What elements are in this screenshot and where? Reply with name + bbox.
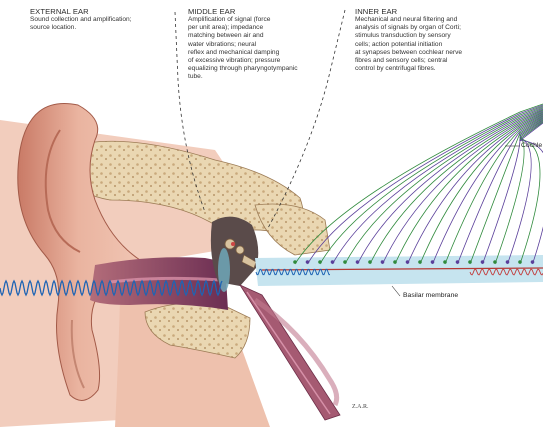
- nerve-fibre: [345, 108, 543, 264]
- sensory-cell: [456, 260, 460, 264]
- petrous-bone: [255, 204, 330, 255]
- sensory-cell: [443, 260, 447, 264]
- sensory-cell: [418, 260, 422, 264]
- sensory-cell: [381, 260, 385, 264]
- sensory-cell: [393, 260, 397, 264]
- sensory-cell: [493, 260, 497, 264]
- sensory-cell: [506, 260, 510, 264]
- nerve-fibre: [433, 115, 543, 264]
- sensory-cell: [306, 260, 310, 264]
- sensory-cell: [343, 260, 347, 264]
- sensory-cell: [368, 260, 372, 264]
- middle-ear-description: Amplification of signal (force per unit …: [188, 16, 333, 82]
- sensory-cell: [331, 260, 335, 264]
- external-ear-heading: EXTERNAL EAR: [30, 7, 89, 16]
- sensory-cell: [293, 260, 297, 264]
- sensory-cell: [356, 260, 360, 264]
- cochlear-label: Cochle: [521, 142, 542, 149]
- stapes-dot: [231, 242, 235, 246]
- cochlear-nerve-fibres: [293, 104, 543, 264]
- inner-ear-description: Mechanical and neural filtering and anal…: [355, 16, 505, 73]
- tube-highlight: [247, 292, 330, 414]
- middle-ear-heading: MIDDLE EAR: [188, 7, 235, 16]
- sensory-cell: [531, 260, 535, 264]
- external-ear-description: Sound collection and amplification; sour…: [30, 16, 170, 32]
- sensory-cell: [318, 260, 322, 264]
- sensory-cell: [406, 260, 410, 264]
- basilar-pointer: [392, 286, 400, 296]
- inner-ear-heading: INNER EAR: [355, 7, 397, 16]
- tympanic-membrane: [218, 248, 230, 292]
- basilar-membrane-label: Basilar membrane: [403, 292, 458, 299]
- ossicle-incus: [236, 246, 244, 254]
- middle-ear-cavity: [211, 217, 258, 286]
- sensory-cell: [481, 260, 485, 264]
- sensory-cell: [518, 260, 522, 264]
- sensory-cell: [431, 260, 435, 264]
- nerve-fibre: [395, 112, 543, 264]
- artist-signature: Z.A.R.: [352, 404, 369, 410]
- nerve-fibre: [308, 105, 543, 264]
- sensory-cell: [468, 260, 472, 264]
